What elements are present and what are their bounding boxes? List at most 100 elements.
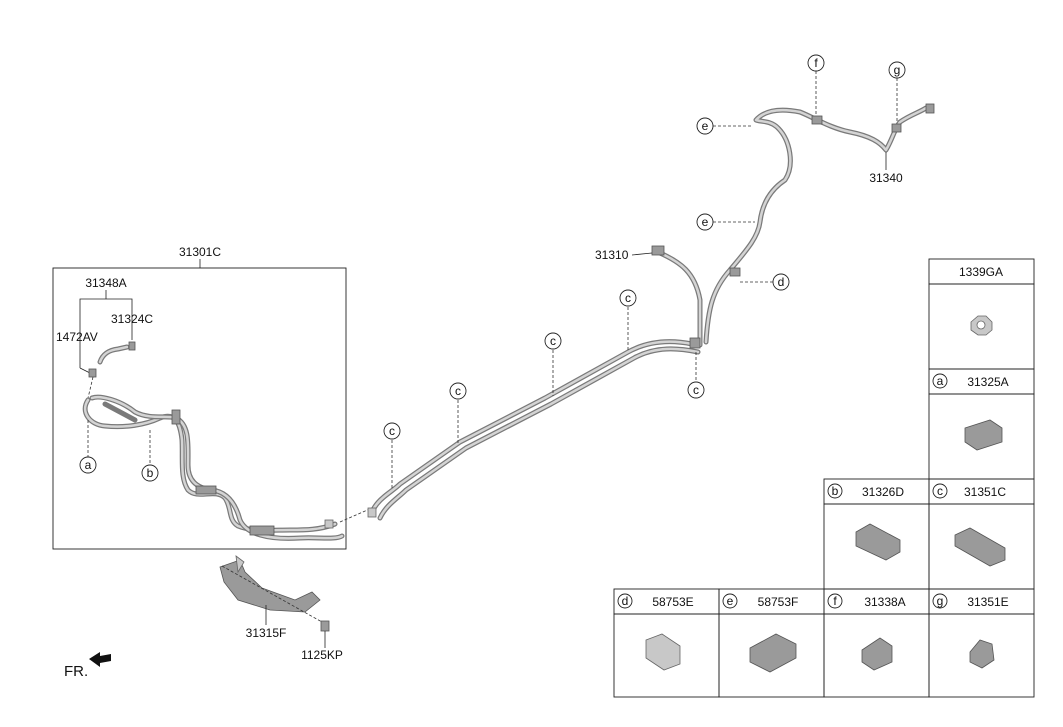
callout-c3 [544, 332, 562, 350]
clip-g [891, 123, 902, 133]
main-tube-1 [369, 339, 695, 515]
legend-c-bubble [932, 483, 948, 499]
legend-a-part: 31325A [967, 375, 1008, 389]
callout-e1-text: e [702, 215, 709, 229]
label-31315F: 31315F [246, 626, 287, 640]
callout-c5-text: c [693, 383, 699, 397]
callout-d-text: d [778, 275, 785, 289]
clamp-31324C [128, 341, 136, 351]
callout-c4 [619, 289, 637, 307]
legend-c-letter: c [937, 484, 943, 498]
clip-31351C-icon [954, 527, 1006, 567]
dash-protector-bolt [221, 565, 323, 623]
callout-e2 [696, 117, 714, 135]
callout-b-frame-text: b [147, 466, 154, 480]
legend-a-letter: a [937, 374, 944, 388]
clip-c5 [689, 337, 701, 349]
label-1472AV: 1472AV [56, 330, 98, 344]
callout-c1 [383, 422, 401, 440]
main-end-fitting [367, 507, 377, 518]
nut-1339GA-hole [976, 320, 986, 330]
legend-g-bubble [932, 593, 948, 609]
label-1125KP: 1125KP [301, 648, 343, 662]
clip-31351E-icon [969, 639, 995, 669]
callout-a-frame-text: a [85, 458, 92, 472]
assembly-tube-1 [82, 397, 338, 533]
assembly-tube-2-highlight [90, 395, 344, 540]
assembly-tube-1-highlight [83, 398, 337, 532]
callout-c2-text: c [455, 384, 461, 398]
label-31324C: 31324C [111, 312, 153, 326]
legend-f-bubble [827, 593, 843, 609]
legend-e-bubble [722, 593, 738, 609]
leader-31310 [631, 252, 653, 256]
callout-g [888, 61, 906, 79]
fitting-31340 [925, 103, 935, 114]
legend-b-bubble [827, 483, 843, 499]
assembly-clip-1 [195, 485, 217, 495]
clip-d [729, 267, 741, 277]
legend-d-letter: d [622, 594, 629, 608]
assembly-frame [52, 267, 347, 550]
dash-assembly-joint [339, 507, 373, 523]
protector-31315F [219, 559, 321, 613]
label-31348A: 31348A [85, 276, 126, 290]
tube-31310-highlight [658, 251, 702, 347]
assembly-clip-2 [249, 525, 275, 536]
tube-31310 [657, 250, 703, 348]
riser-tube-highlight [704, 106, 928, 344]
callout-c5 [687, 381, 705, 399]
main-tube-1-highlight [370, 340, 694, 514]
callout-f [807, 54, 825, 72]
assembly-tube-3 [102, 401, 138, 423]
legend-c-part: 31351C [964, 485, 1006, 499]
main-tube-2 [377, 346, 701, 521]
clip-58753F-icon [749, 633, 797, 673]
legend-g-cell [928, 613, 1035, 698]
label-31310: 31310 [595, 248, 629, 262]
callout-c4-text: c [625, 291, 631, 305]
callout-c1-text: c [389, 424, 395, 438]
legend-table: 1339GA a 31325A b 31326D c 31351C d 5875… [613, 258, 1035, 698]
assembly-bracket [171, 409, 181, 425]
callout-d [772, 273, 790, 291]
front-arrow-icon [89, 652, 111, 667]
legend-b-part: 31326D [862, 485, 904, 499]
legend-g-part: 31351E [967, 595, 1008, 609]
riser-tube [703, 105, 929, 345]
protector-tab [235, 555, 245, 574]
legend-g-letter: g [937, 594, 944, 608]
fitting-31310 [651, 245, 665, 256]
clip-31338A-icon [861, 637, 893, 671]
clip-f [811, 115, 823, 125]
assembly-end-fitting [324, 519, 334, 529]
legend-a-bubble [932, 373, 948, 389]
legend-e-part: 58753F [758, 595, 799, 609]
legend-f-letter: f [833, 594, 837, 608]
callout-c3-text: c [550, 334, 556, 348]
bolt-1125KP [320, 620, 330, 632]
label-31340: 31340 [869, 171, 903, 185]
callout-a-frame [79, 456, 97, 474]
callout-c2 [449, 382, 467, 400]
assembly-label: 31301C [179, 245, 221, 259]
clip-58753E-icon [645, 633, 681, 671]
legend-1339GA-label: 1339GA [959, 265, 1003, 279]
legend-e-letter: e [727, 594, 734, 608]
callout-e2-text: e [702, 119, 709, 133]
legend-f-part: 31338A [864, 595, 905, 609]
legend-d-bubble [617, 593, 633, 609]
callout-e1 [696, 213, 714, 231]
connector-1472AV [88, 368, 97, 378]
clip-31325A-icon [964, 419, 1003, 451]
callout-f-text: f [814, 56, 818, 70]
main-tube-2-highlight [378, 347, 700, 520]
legend-b-letter: b [832, 484, 839, 498]
clip-31326D-icon [855, 523, 901, 561]
front-indicator-label: FR. [64, 663, 88, 680]
legend-d-part: 58753E [652, 595, 693, 609]
hose-31348A-highlight [98, 345, 129, 364]
dash-1472AV [87, 376, 94, 399]
callout-g-text: g [894, 63, 901, 77]
